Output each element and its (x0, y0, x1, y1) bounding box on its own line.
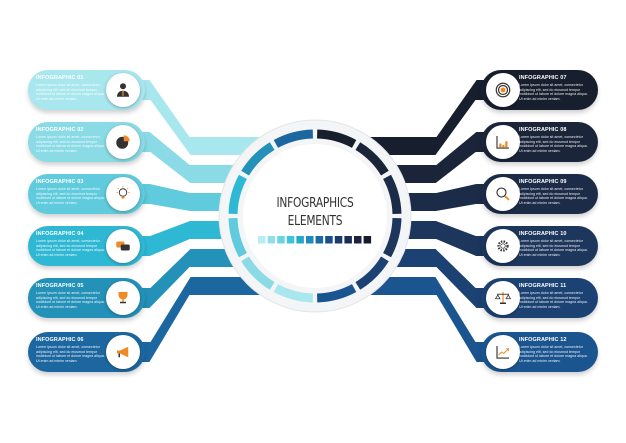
item-title: INFOGRAPHIC 10 (519, 231, 567, 237)
businessman-icon (106, 73, 140, 107)
magnifier-icon (486, 177, 520, 211)
item-body: Lorem ipsum dolor sit amet, consectetur … (36, 135, 105, 153)
item-title: INFOGRAPHIC 11 (519, 283, 567, 289)
palette-square (325, 236, 333, 244)
chat-bubbles-icon (106, 229, 140, 263)
palette-square (363, 236, 372, 244)
palette-square (258, 236, 266, 244)
palette-square (267, 236, 276, 244)
infographic-item-10: INFOGRAPHIC 10 Lorem ipsum dolor sit ame… (481, 226, 598, 266)
growth-chart-icon (486, 335, 520, 369)
palette-square (354, 236, 362, 244)
palette-square (306, 236, 314, 244)
ring-segment-2 (355, 142, 389, 176)
infographic-item-05: INFOGRAPHIC 05 Lorem ipsum dolor sit ame… (28, 278, 145, 318)
item-body: Lorem ipsum dolor sit amet, consectetur … (519, 83, 588, 101)
ring-segment-8 (241, 256, 275, 290)
gear-icon (486, 229, 520, 263)
ring-segment-6 (316, 284, 357, 303)
item-title: INFOGRAPHIC 07 (519, 75, 567, 81)
ring-segment-12 (273, 129, 314, 148)
trophy-icon (106, 281, 140, 315)
lightbulb-icon (106, 177, 140, 211)
item-title: INFOGRAPHIC 02 (36, 127, 84, 133)
pie-chart-icon (106, 125, 140, 159)
infographic-item-12: INFOGRAPHIC 12 Lorem ipsum dolor sit ame… (481, 332, 598, 372)
item-body: Lorem ipsum dolor sit amet, consectetur … (519, 239, 588, 257)
item-body: Lorem ipsum dolor sit amet, consectetur … (36, 239, 105, 257)
item-title: INFOGRAPHIC 12 (519, 337, 567, 343)
item-title: INFOGRAPHIC 01 (36, 75, 84, 81)
item-title: INFOGRAPHIC 09 (519, 179, 567, 185)
center-inner-disk (243, 144, 387, 288)
item-body: Lorem ipsum dolor sit amet, consectetur … (36, 291, 105, 309)
ring-segment-11 (241, 142, 275, 176)
center-title-line1: INFOGRAPHICS (276, 196, 354, 211)
palette-square (344, 236, 352, 244)
palette-square (315, 236, 324, 244)
ring-segment-3 (383, 174, 402, 215)
infographic-item-11: INFOGRAPHIC 11 Lorem ipsum dolor sit ame… (481, 278, 598, 318)
item-title: INFOGRAPHIC 04 (36, 231, 84, 237)
item-body: Lorem ipsum dolor sit amet, consectetur … (519, 135, 588, 153)
scales-icon (486, 281, 520, 315)
item-body: Lorem ipsum dolor sit amet, consectetur … (519, 345, 588, 363)
item-title: INFOGRAPHIC 05 (36, 283, 84, 289)
item-body: Lorem ipsum dolor sit amet, consectetur … (36, 83, 105, 101)
infographic-item-04: INFOGRAPHIC 04 Lorem ipsum dolor sit ame… (28, 226, 145, 266)
palette-square (296, 236, 304, 244)
ring-segment-9 (228, 217, 247, 258)
infographic-item-07: INFOGRAPHIC 07 Lorem ipsum dolor sit ame… (481, 70, 598, 110)
ring-segment-1 (316, 129, 357, 148)
palette-square (334, 236, 343, 244)
infographic-item-06: INFOGRAPHIC 06 Lorem ipsum dolor sit ame… (28, 332, 145, 372)
ring-segment-10 (228, 174, 247, 215)
infographic-item-03: INFOGRAPHIC 03 Lorem ipsum dolor sit ame… (28, 174, 145, 214)
infographic-item-01: INFOGRAPHIC 01 Lorem ipsum dolor sit ame… (28, 70, 145, 110)
item-body: Lorem ipsum dolor sit amet, consectetur … (519, 291, 588, 309)
center-title-line2: ELEMENTS (287, 214, 343, 229)
item-body: Lorem ipsum dolor sit amet, consectetur … (36, 345, 105, 363)
ring-segment-4 (383, 217, 402, 258)
infographic-item-09: INFOGRAPHIC 09 Lorem ipsum dolor sit ame… (481, 174, 598, 214)
item-body: Lorem ipsum dolor sit amet, consectetur … (519, 187, 588, 205)
item-title: INFOGRAPHIC 03 (36, 179, 84, 185)
target-icon (486, 73, 520, 107)
ring-segment-5 (355, 256, 389, 290)
palette-square (277, 236, 285, 244)
bar-chart-icon (486, 125, 520, 159)
palette-square (286, 236, 295, 244)
item-title: INFOGRAPHIC 08 (519, 127, 567, 133)
ring-segment-7 (273, 284, 314, 303)
infographic-item-08: INFOGRAPHIC 08 Lorem ipsum dolor sit ame… (481, 122, 598, 162)
item-title: INFOGRAPHIC 06 (36, 337, 84, 343)
megaphone-icon (106, 335, 140, 369)
infographic-item-02: INFOGRAPHIC 02 Lorem ipsum dolor sit ame… (28, 122, 145, 162)
item-body: Lorem ipsum dolor sit amet, consectetur … (36, 187, 105, 205)
